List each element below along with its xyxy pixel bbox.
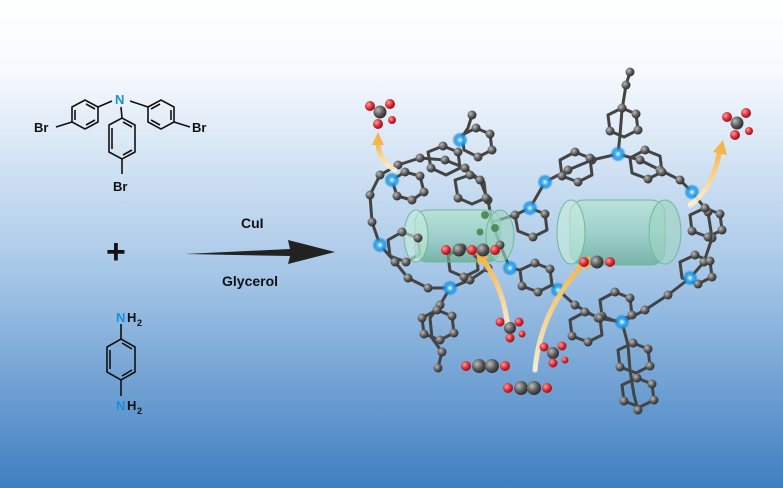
reagent-label: CuI (241, 215, 264, 231)
br-left-label: Br (34, 120, 48, 135)
h-top-label: H (127, 310, 136, 325)
framework-nitrogen-atoms (372, 132, 700, 330)
plus-sign: + (106, 233, 126, 271)
amine-n-label: N (115, 92, 124, 107)
framework-cage (365, 67, 727, 415)
br-right-label: Br (192, 120, 206, 135)
guest-green-atoms (476, 211, 499, 236)
flow-arrows (372, 132, 727, 373)
phenylenediamine-structure (106, 324, 136, 396)
co2-molecule-bottom-left (461, 359, 510, 373)
amine-n-top-label: N (116, 310, 125, 325)
reaction-arrow (185, 240, 335, 264)
co2-molecule-left-channel (441, 243, 500, 257)
co2-molecule-right-channel (579, 255, 615, 269)
amine-n-bottom-label: N (116, 398, 125, 413)
sub-top-label: 2 (137, 318, 142, 328)
glycerol-carbonate-molecule-top-left (365, 99, 396, 129)
co2-molecule-bottom-center (503, 381, 552, 395)
sub-bottom-label: 2 (137, 406, 142, 416)
glycerol-carbonate-molecule-bottom-right (539, 341, 569, 368)
glycerol-carbonate-molecule-top-right (722, 108, 753, 140)
solvent-label: Glycerol (222, 273, 278, 289)
tribromotriphenylamine-structure (55, 99, 191, 174)
br-bottom-label: Br (113, 179, 127, 194)
framework-carbon-atoms (365, 67, 727, 415)
glycerol-carbonate-molecule-bottom (495, 317, 526, 343)
h-bottom-label: H (127, 398, 136, 413)
